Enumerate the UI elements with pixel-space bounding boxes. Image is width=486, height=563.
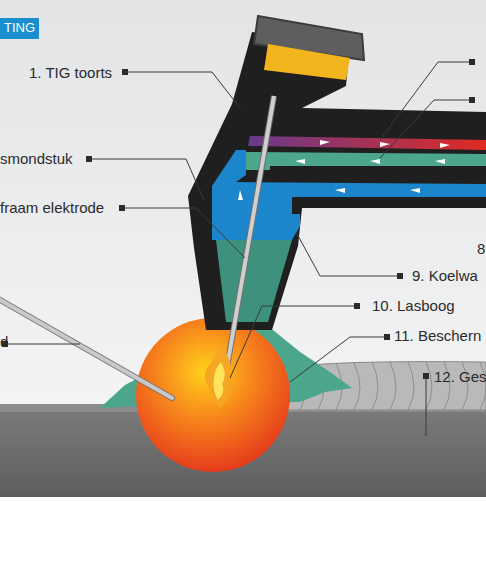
callout-label: 11. Beschern [394,327,481,345]
callout-label: fraam elektrode [0,199,104,217]
callout-label: d [0,333,8,351]
filler-rod-outline [0,297,172,398]
tungsten-electrode [222,96,274,396]
callout-label: 12. Ges [434,368,486,386]
callout-label: 8 [477,240,485,258]
background [0,0,486,497]
arc-core [214,362,225,400]
callout-label: 1. TIG toorts [29,64,112,82]
coolant-hose [236,182,486,214]
welding-arc [205,346,231,408]
torch-cap-ring [264,44,350,80]
torch-body [188,32,486,330]
power-cable [248,136,486,150]
callout-label: 9. Koelwa [412,267,478,285]
filler-rod [0,297,172,398]
gas-hose [244,152,486,170]
title-tag: TING [0,18,39,39]
leader-lines [4,62,472,436]
callout-label: 10. Lasboog [372,297,455,315]
callout-label: smondstuk [0,150,73,168]
weld-pool [136,318,290,472]
gas-nozzle-inner [216,240,292,322]
title-text: TING [4,18,35,38]
flow-arrows [238,140,450,200]
electrode-outline [222,96,274,396]
